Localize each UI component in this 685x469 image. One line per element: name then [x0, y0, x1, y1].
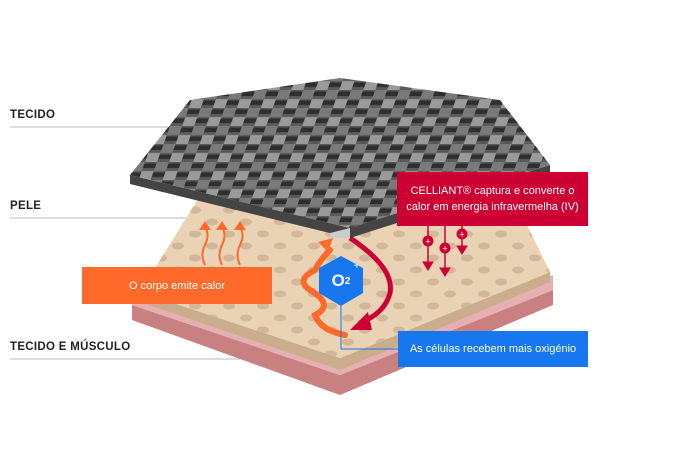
svg-text:+: + — [459, 230, 464, 240]
oxygen-subscript: 2 — [344, 275, 351, 287]
svg-text:+: + — [425, 237, 430, 247]
ion-arrows: + + + — [422, 226, 468, 277]
label-fabric: TECIDO — [10, 109, 56, 121]
oxygen-callout: As células recebem mais oxigénio — [398, 331, 588, 367]
body-heat-text: O corpo emite calor — [129, 279, 225, 292]
celliant-text-line2: calor em energia infravermelha (IV) — [406, 201, 579, 213]
oxygen-hexagon — [319, 256, 363, 306]
label-tissue-muscle: TECIDO E MÚSCULO — [10, 341, 131, 353]
celliant-text-line1: CELLIANT® captura e converte o — [410, 185, 575, 197]
infrared-arrow — [348, 235, 393, 326]
heat-wave-path — [300, 247, 348, 338]
oxygen-symbol: O — [331, 271, 345, 290]
body-heat-callout: O corpo emite calor — [82, 267, 272, 304]
svg-text:+: + — [442, 244, 447, 254]
label-skin: PELE — [10, 200, 42, 212]
heat-arrows — [199, 221, 246, 266]
celliant-callout: CELLIANT® captura e converte o calor em … — [397, 172, 588, 226]
oxygen-text: As células recebem mais oxigénio — [409, 343, 577, 355]
oxygen-charge: + — [353, 260, 360, 272]
